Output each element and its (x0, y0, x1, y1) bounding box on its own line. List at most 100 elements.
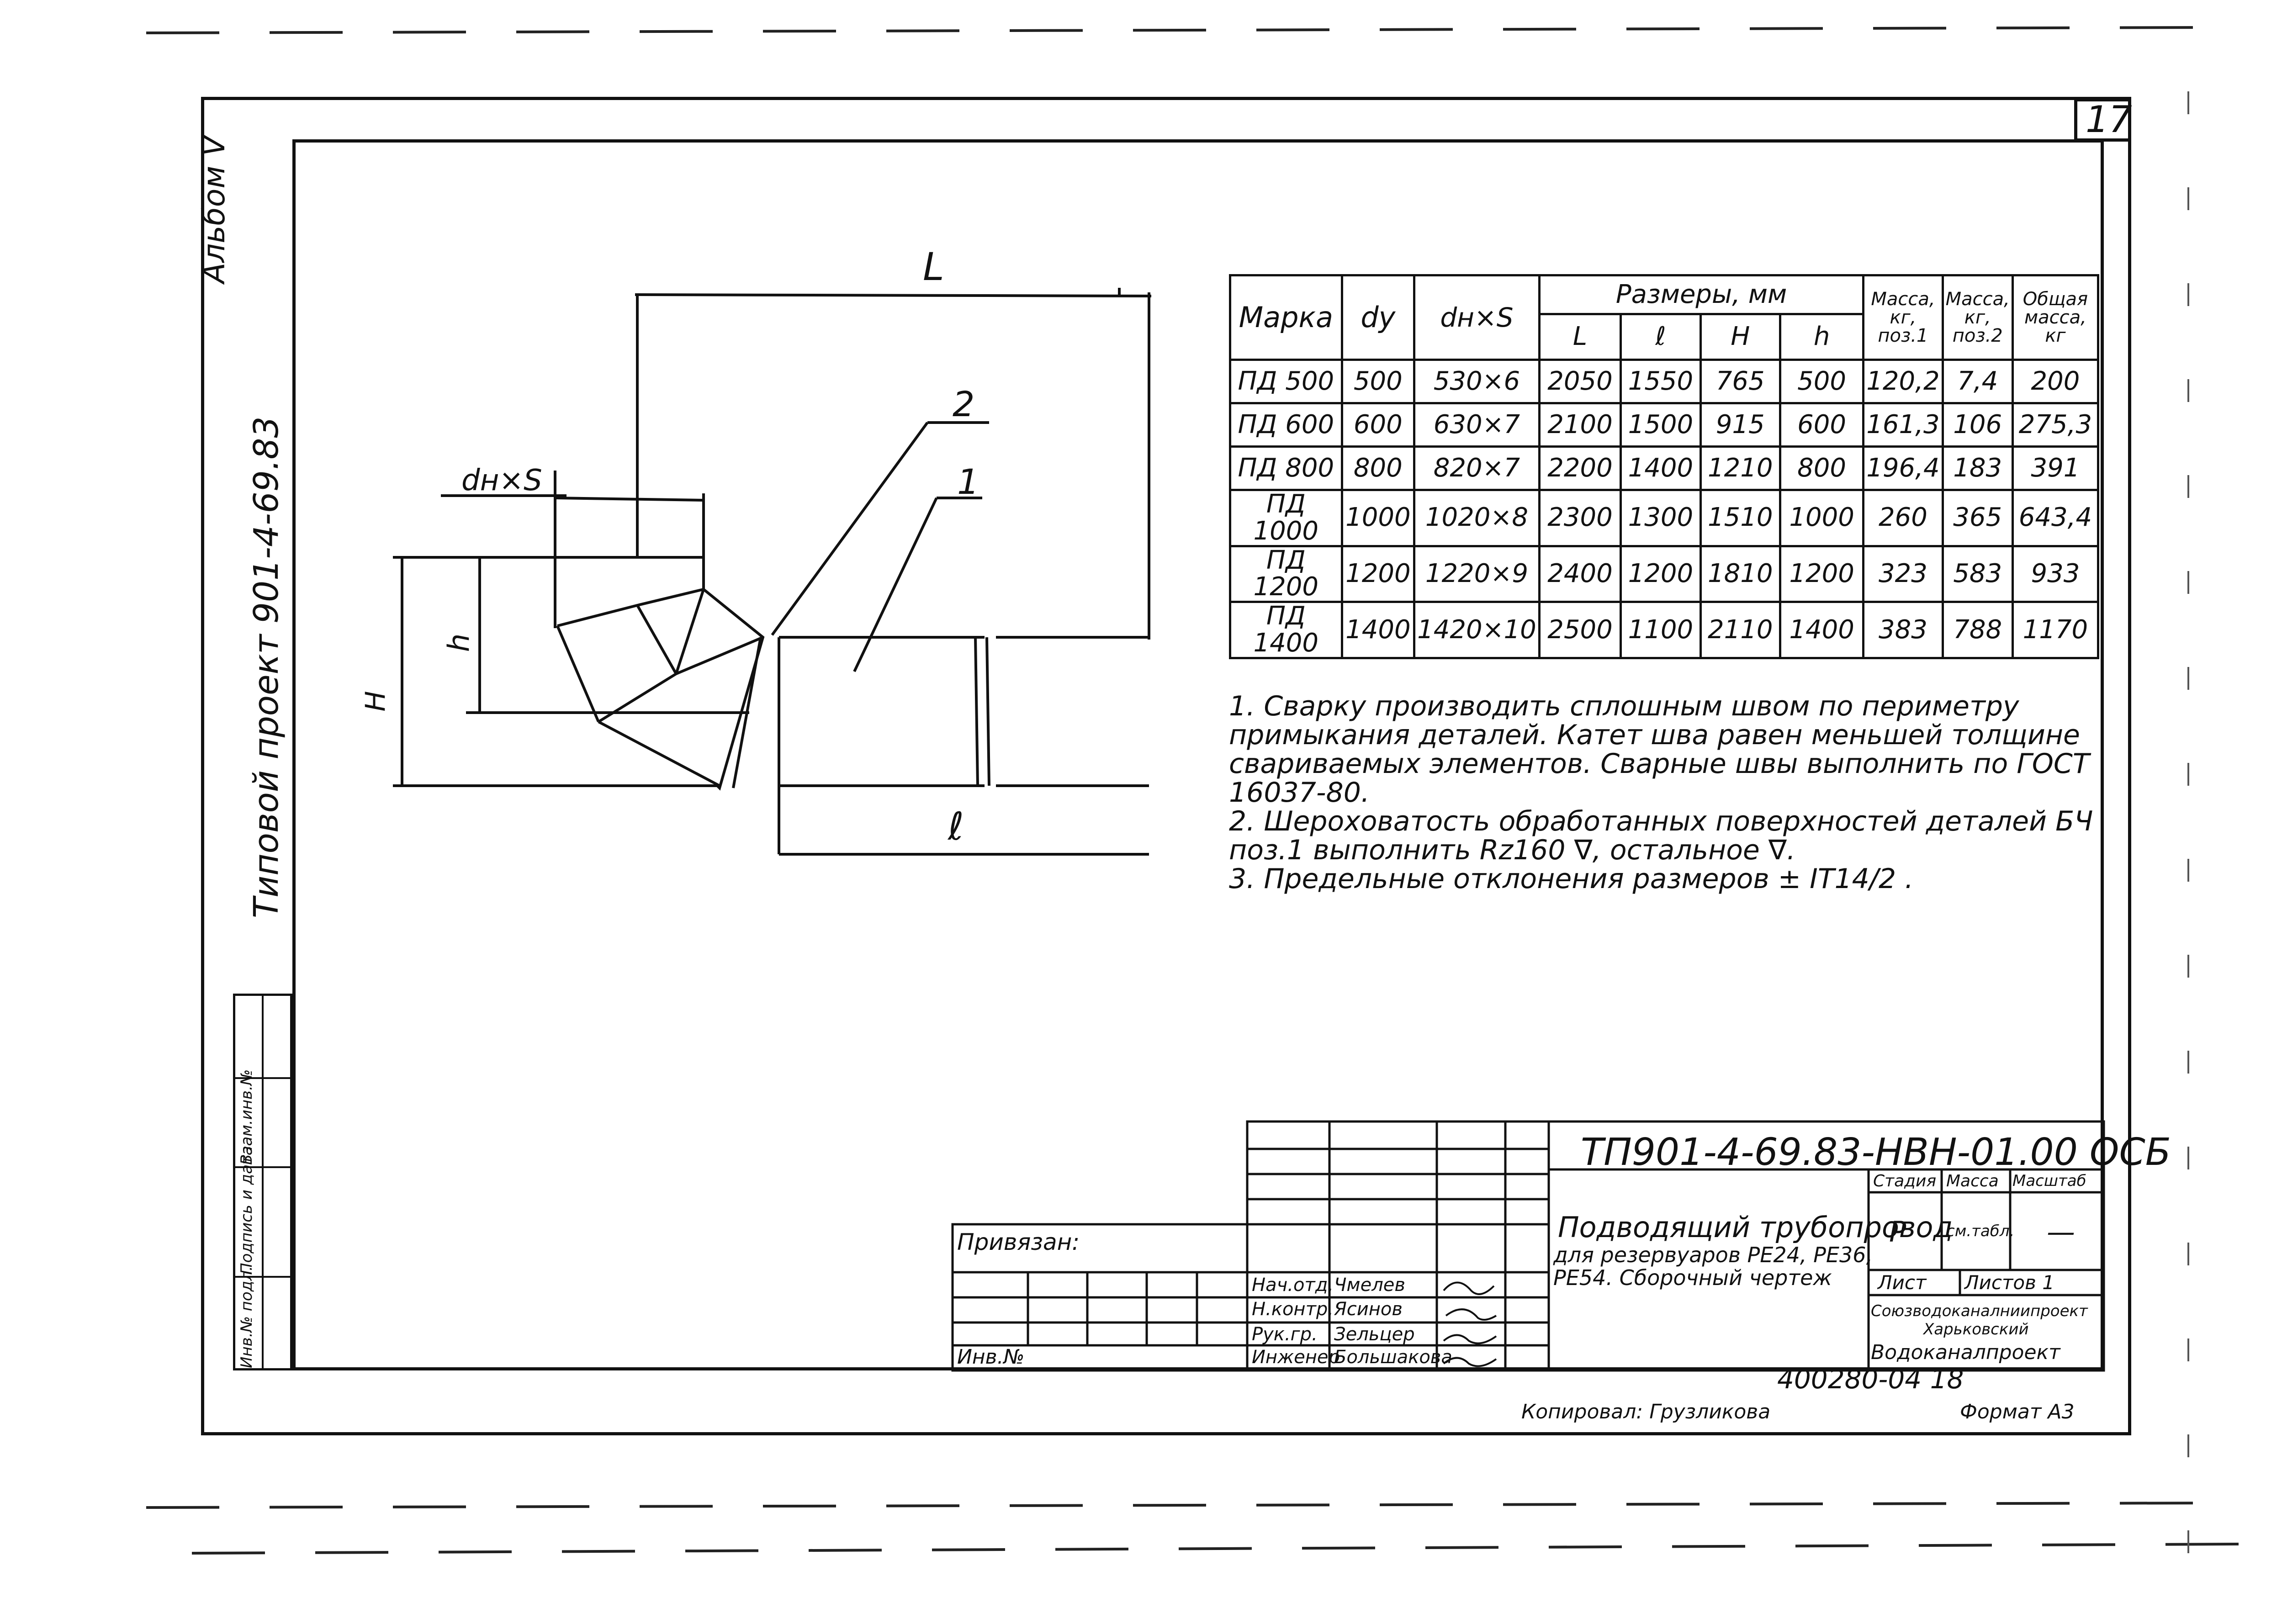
cell: 1200 (1779, 545, 1865, 603)
cell: 1000 (1779, 489, 1865, 547)
cell: 1300 (1620, 489, 1702, 547)
cell: 1810 (1699, 545, 1781, 603)
role-inzhener: Инженер (1252, 1347, 1340, 1368)
position-1-label: 1 (957, 461, 980, 502)
scale-value: — (2047, 1215, 2075, 1248)
col-dy: dy (1340, 274, 1416, 361)
cell: 2110 (1699, 601, 1781, 659)
cell: 1210 (1699, 445, 1781, 491)
mass-label: Масса (1946, 1172, 1999, 1190)
cell: 1100 (1620, 601, 1702, 659)
name-n-kontr: Ясинов (1334, 1299, 1403, 1320)
cell: 1220×9 (1413, 545, 1541, 603)
dim-l-label: ℓ (948, 804, 964, 849)
note-1: 1. Сварку производить сплошным швом по п… (1229, 690, 2090, 809)
cell: 800 (1779, 445, 1865, 491)
cell: 915 (1699, 402, 1781, 448)
dim-dnS-label: dн×S (461, 464, 542, 497)
cell: 106 (1941, 402, 2014, 448)
cell: 1020×8 (1413, 489, 1541, 547)
col-mark: Марка (1229, 274, 1343, 361)
stage-value: Р (1889, 1215, 1906, 1248)
col-mass2: Масса, кг, поз.2 (1941, 274, 2014, 361)
role-ruk-gr: Рук.гр. (1252, 1324, 1318, 1345)
cell: 1420×10 (1413, 601, 1541, 659)
document-title-line3: РЕ54. Сборочный чертеж (1553, 1265, 1832, 1290)
col-H: H (1699, 313, 1781, 361)
stage-label: Стадия (1873, 1172, 1937, 1190)
page-number: 17 (2086, 98, 2132, 141)
cell: 800 (1340, 445, 1416, 491)
document-title-line2: для резервуаров РЕ24, РЕ36, (1553, 1243, 1873, 1267)
cell: 600 (1340, 402, 1416, 448)
cell: 1400 (1779, 601, 1865, 659)
col-L: L (1538, 313, 1622, 361)
sheet-label: Лист (1878, 1271, 1927, 1294)
sheets-label: Листов 1 (1964, 1271, 2054, 1294)
cell: 1400 (1340, 601, 1416, 659)
col-l: ℓ (1620, 313, 1702, 361)
cell: 1510 (1699, 489, 1781, 547)
cell: 500 (1779, 359, 1865, 404)
mass-value: см.табл. (1946, 1222, 2015, 1240)
role-nach-otd: Нач.отд. (1252, 1275, 1334, 1296)
cell: 383 (1862, 601, 1944, 659)
cell: 275,3 (2011, 402, 2100, 448)
cell: 2300 (1538, 489, 1622, 547)
specification-table: Марка dy dн×S Размеры, мм Масса, кг, поз… (1229, 274, 2100, 659)
cell: 323 (1862, 545, 1944, 603)
cell: 196,4 (1862, 445, 1944, 491)
inner-frame (292, 139, 2104, 1370)
side-stamp-lines (233, 994, 292, 1370)
copied-by: Копировал: Грузликова (1521, 1400, 1771, 1423)
organization-line2: Харьковский (1923, 1320, 2029, 1338)
name-inzhener: Большакова (1334, 1347, 1452, 1368)
scale-label: Масштаб (2012, 1172, 2086, 1190)
cell: 1200 (1340, 545, 1416, 603)
cell: 7,4 (1941, 359, 2014, 404)
cell: 1170 (2011, 601, 2100, 659)
signature-scribbles (1443, 1281, 1497, 1367)
cell: 161,3 (1862, 402, 1944, 448)
col-total: Общая масса, кг (2011, 274, 2100, 361)
col-dns: dн×S (1413, 274, 1541, 361)
cell: 1400 (1620, 445, 1702, 491)
cell: 120,2 (1862, 359, 1944, 404)
cell: ПД 600 (1229, 402, 1343, 448)
cell: ПД 1400 (1229, 601, 1343, 659)
cell: 630×7 (1413, 402, 1541, 448)
cell: 2100 (1538, 402, 1622, 448)
archive-number: 400280-04 18 (1777, 1364, 1964, 1395)
cell: ПД 500 (1229, 359, 1343, 404)
col-sizes: Размеры, мм (1538, 274, 1865, 315)
cell: 260 (1862, 489, 1944, 547)
cell: 1200 (1620, 545, 1702, 603)
dim-line-L (635, 293, 1152, 297)
cell: 2400 (1538, 545, 1622, 603)
technical-notes: 1. Сварку производить сплошным швом по п… (1229, 692, 2111, 894)
cell: 788 (1941, 601, 2014, 659)
cell: ПД 1000 (1229, 489, 1343, 547)
cell: 820×7 (1413, 445, 1541, 491)
cell: 583 (1941, 545, 2014, 603)
note-2: 2. Шероховатость обработанных поверхност… (1229, 805, 2093, 866)
col-mass1: Масса, кг, поз.1 (1862, 274, 1944, 361)
organization-line1: Союзводоканалниипроект (1871, 1302, 2088, 1320)
outer-frame (201, 97, 2131, 1435)
cell: 2200 (1538, 445, 1622, 491)
name-nach-otd: Чмелев (1334, 1275, 1405, 1296)
cell: 183 (1941, 445, 2014, 491)
cell: ПД 800 (1229, 445, 1343, 491)
position-2-label: 2 (953, 384, 975, 424)
cell: 643,4 (2011, 489, 2100, 547)
